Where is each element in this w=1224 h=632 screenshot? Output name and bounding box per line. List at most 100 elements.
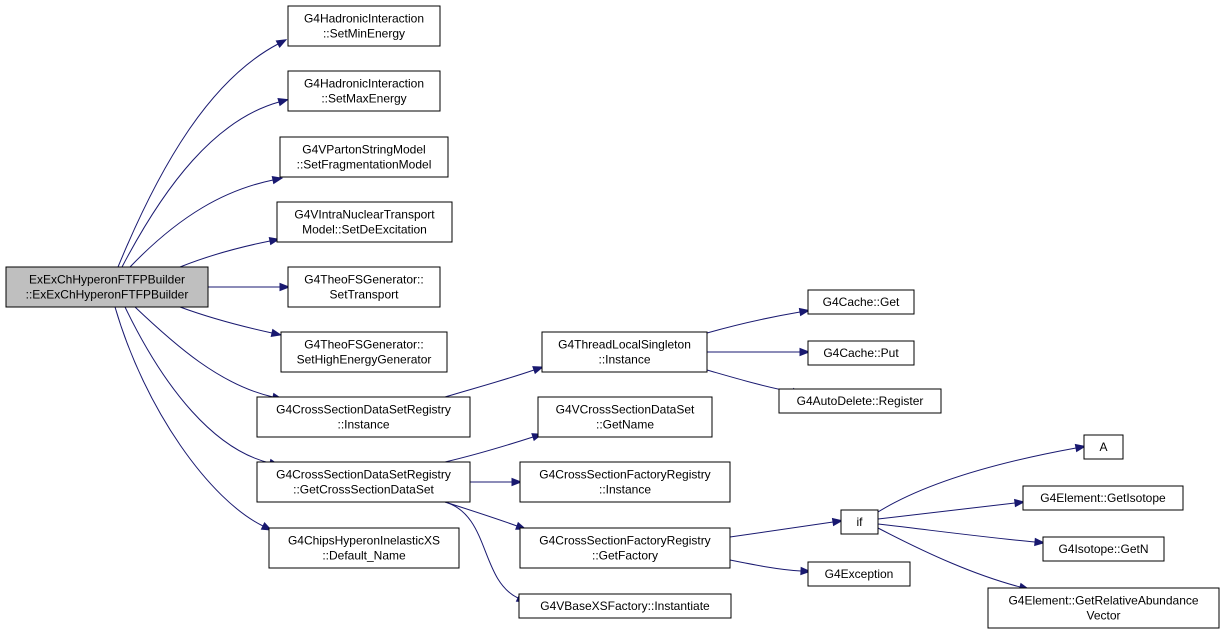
arrowhead-icon bbox=[270, 328, 283, 338]
arrowhead-icon bbox=[1074, 443, 1087, 453]
edge-line bbox=[179, 240, 271, 268]
function-node[interactable]: G4Element::GetIsotope bbox=[1022, 485, 1184, 511]
edge-line bbox=[444, 436, 534, 463]
function-node[interactable]: G4HadronicInteraction::SetMaxEnergy bbox=[287, 70, 441, 112]
edge-line bbox=[877, 523, 1036, 543]
node-label-line: G4AutoDelete::Register bbox=[797, 394, 924, 408]
node-label-line: G4CrossSectionDataSetRegistry bbox=[276, 403, 451, 417]
node-box bbox=[268, 527, 460, 569]
function-node[interactable]: G4VPartonStringModel::SetFragmentationMo… bbox=[279, 136, 449, 178]
edge-line bbox=[729, 521, 834, 538]
arrowhead-icon bbox=[532, 366, 544, 375]
edge-line bbox=[444, 501, 518, 527]
node-label-line: ::Instance bbox=[337, 418, 389, 432]
node-label-line: G4VCrossSectionDataSet bbox=[556, 403, 695, 417]
node-box bbox=[279, 136, 449, 178]
node-label-line: G4CrossSectionFactoryRegistry bbox=[539, 534, 710, 548]
node-label-line: ::ExExChHyperonFTFPBuilder bbox=[26, 288, 189, 302]
node-label-line: G4ChipsHyperonInelasticXS bbox=[288, 534, 440, 548]
function-node[interactable]: G4TheoFSGenerator::SetHighEnergyGenerato… bbox=[280, 331, 448, 373]
root-node: ExExChHyperonFTFPBuilder::ExExChHyperonF… bbox=[5, 266, 209, 308]
node-label-line: G4Cache::Get bbox=[823, 295, 900, 309]
edge-n7-to-n10 bbox=[444, 366, 544, 398]
node-label-line: ::GetCrossSectionDataSet bbox=[293, 483, 434, 497]
node-label-line: ::SetMaxEnergy bbox=[321, 92, 406, 106]
edge-line bbox=[877, 527, 1021, 588]
edge-line bbox=[877, 447, 1077, 513]
arrowhead-icon bbox=[277, 98, 289, 107]
node-box bbox=[541, 331, 708, 373]
node-label-line: G4Element::GetIsotope bbox=[1040, 491, 1166, 505]
function-node[interactable]: G4AutoDelete::Register bbox=[778, 388, 942, 414]
edge-n8-to-n14 bbox=[444, 433, 543, 463]
node-box bbox=[807, 289, 915, 315]
function-node[interactable]: if bbox=[840, 509, 879, 535]
node-label-line: SetHighEnergyGenerator bbox=[297, 353, 432, 367]
node-box bbox=[987, 587, 1220, 629]
function-node[interactable]: G4ChipsHyperonInelasticXS::Default_Name bbox=[268, 527, 460, 569]
edge-root-to-n7 bbox=[134, 306, 284, 402]
edge-line bbox=[729, 559, 802, 572]
nodes-layer: ExExChHyperonFTFPBuilder::ExExChHyperonF… bbox=[5, 5, 1220, 629]
function-node[interactable]: G4Cache::Put bbox=[807, 340, 915, 366]
node-label-line: A bbox=[1099, 440, 1107, 454]
node-label-line: ExExChHyperonFTFPBuilder bbox=[29, 273, 185, 287]
node-box bbox=[5, 266, 209, 308]
edge-root-to-n8 bbox=[124, 306, 281, 468]
node-label-line: ::Instance bbox=[599, 483, 651, 497]
edge-line bbox=[179, 306, 273, 334]
arrowhead-icon bbox=[799, 347, 811, 357]
node-box bbox=[256, 461, 471, 503]
arrowhead-icon bbox=[275, 39, 288, 48]
node-label-line: G4HadronicInteraction bbox=[304, 12, 424, 26]
node-box bbox=[537, 396, 713, 438]
arrowhead-icon bbox=[268, 236, 281, 246]
node-label-line: ::GetName bbox=[596, 418, 654, 432]
node-label-line: G4TheoFSGenerator:: bbox=[304, 338, 423, 352]
node-label-line: ::GetFactory bbox=[592, 549, 658, 563]
function-node[interactable]: G4HadronicInteraction::SetMinEnergy bbox=[287, 5, 441, 47]
function-node[interactable]: G4VBaseXSFactory::Instantiate bbox=[518, 593, 732, 619]
node-label-line: G4CrossSectionDataSetRegistry bbox=[276, 468, 451, 482]
node-label-line: if bbox=[857, 515, 864, 529]
arrowhead-icon bbox=[279, 282, 291, 292]
node-label-line: G4VIntraNuclearTransport bbox=[294, 208, 435, 222]
arrowhead-icon bbox=[511, 477, 523, 487]
edge-line bbox=[444, 369, 535, 398]
function-node[interactable]: G4CrossSectionDataSetRegistry::Instance bbox=[256, 396, 471, 438]
node-label-line: G4VBaseXSFactory::Instantiate bbox=[540, 599, 710, 613]
node-label-line: Model::SetDeExcitation bbox=[302, 223, 427, 237]
edge-line bbox=[124, 306, 271, 464]
node-label-line: G4ThreadLocalSingleton bbox=[558, 338, 691, 352]
node-label-line: G4TheoFSGenerator:: bbox=[304, 273, 423, 287]
node-label-line: ::SetMinEnergy bbox=[323, 27, 405, 41]
node-box bbox=[518, 593, 732, 619]
function-node[interactable]: G4VIntraNuclearTransportModel::SetDeExci… bbox=[276, 201, 453, 243]
node-label-line: ::Instance bbox=[598, 353, 650, 367]
edge-n8-to-n15 bbox=[470, 477, 523, 487]
function-node[interactable]: G4CrossSectionFactoryRegistry::GetFactor… bbox=[519, 527, 731, 569]
node-box bbox=[276, 201, 453, 243]
edge-root-to-n9 bbox=[114, 306, 273, 531]
function-node[interactable]: G4Isotope::GetN bbox=[1042, 536, 1165, 562]
edge-n8-to-n16 bbox=[444, 501, 527, 530]
node-box bbox=[1022, 485, 1184, 511]
node-label-line: G4Cache::Put bbox=[823, 346, 899, 360]
node-box bbox=[280, 331, 448, 373]
function-node[interactable]: G4CrossSectionFactoryRegistry::Instance bbox=[519, 461, 731, 503]
function-node[interactable]: G4VCrossSectionDataSet::GetName bbox=[537, 396, 713, 438]
node-box bbox=[807, 340, 915, 366]
function-node[interactable]: G4Cache::Get bbox=[807, 289, 915, 315]
function-node[interactable]: G4ThreadLocalSingleton::Instance bbox=[541, 331, 708, 373]
node-box bbox=[287, 70, 441, 112]
node-label-line: SetTransport bbox=[330, 288, 400, 302]
function-node[interactable]: G4Exception bbox=[807, 561, 911, 587]
node-label-line: G4CrossSectionFactoryRegistry bbox=[539, 468, 710, 482]
edge-root-to-n3 bbox=[129, 175, 284, 268]
function-node[interactable]: G4CrossSectionDataSetRegistry::GetCrossS… bbox=[256, 461, 471, 503]
function-node[interactable]: G4TheoFSGenerator::SetTransport bbox=[287, 266, 441, 308]
arrowhead-icon bbox=[1034, 537, 1046, 547]
function-node[interactable]: A bbox=[1083, 434, 1124, 460]
edge-n18-to-n22 bbox=[877, 523, 1046, 547]
